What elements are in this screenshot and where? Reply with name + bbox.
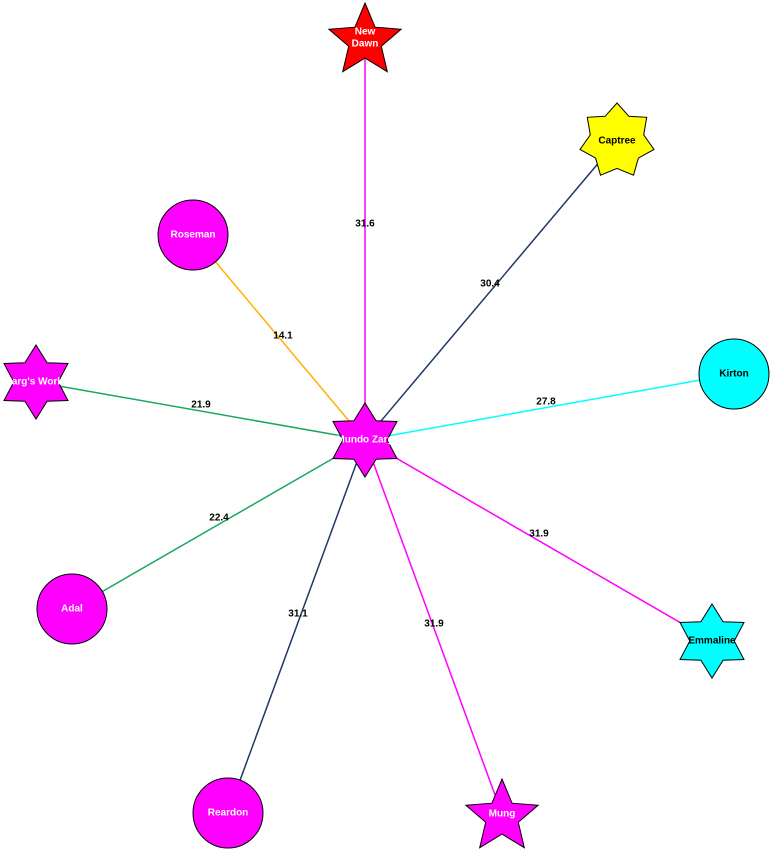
node-shape-zargs-world <box>3 344 69 420</box>
edge-label-emmaline: 31.9 <box>529 529 549 540</box>
edge-label-roseman: 14.1 <box>273 331 293 342</box>
edge-label-zargs-world: 21.9 <box>191 400 211 411</box>
node-roseman[interactable]: Roseman <box>157 199 229 271</box>
node-mundo-zarg[interactable]: Mundo Zarg <box>332 402 398 478</box>
node-captree[interactable]: Captree <box>579 102 655 176</box>
node-label-emmaline: Emmaline <box>688 636 736 647</box>
edge-mundo-zarg-adal <box>71 439 366 610</box>
node-reardon[interactable]: Reardon <box>192 777 264 849</box>
node-label-reardon: Reardon <box>208 808 249 819</box>
edge-label-mung: 31.9 <box>424 619 444 630</box>
node-shape-emmaline <box>679 603 745 679</box>
edge-label-reardon: 31.1 <box>288 609 308 620</box>
edge-label-kirton: 27.8 <box>536 397 556 408</box>
edges-layer <box>35 38 735 815</box>
nodes-layer: Mundo Zarg NewDawnCaptreeRosemanKirtonZar… <box>3 1 770 849</box>
node-shape-kirton <box>698 338 770 410</box>
edge-label-captree: 30.4 <box>480 279 500 290</box>
node-shape-mung <box>464 777 540 849</box>
edge-mundo-zarg-zargs-world <box>35 381 366 441</box>
node-shape-new-dawn <box>327 1 403 73</box>
edge-mundo-zarg-kirton <box>364 373 735 441</box>
node-emmaline[interactable]: Emmaline <box>679 603 745 679</box>
node-zargs-world[interactable]: Zarg's World <box>3 344 69 420</box>
node-label-zargs-world: Zarg's World <box>6 377 67 388</box>
node-label-mung: Mung <box>489 809 516 820</box>
node-shape-roseman <box>157 199 229 271</box>
node-label-new-dawn: New <box>355 27 376 38</box>
node-label-new-dawn: Dawn <box>352 39 379 50</box>
edge-label-new-dawn: 31.6 <box>355 219 375 230</box>
node-label-adal: Adal <box>61 604 83 615</box>
edge-labels-layer: 31.6 30.4 14.1 27.8 21.9 22.4 31.9 31.1 31.9 <box>191 219 556 630</box>
node-label-kirton: Kirton <box>719 369 748 380</box>
edge-mundo-zarg-captree <box>364 140 618 441</box>
node-mung[interactable]: Mung <box>464 777 540 849</box>
node-shape-captree <box>579 102 655 176</box>
node-shape-reardon <box>192 777 264 849</box>
edge-label-adal: 22.4 <box>209 513 229 524</box>
node-label-roseman: Roseman <box>170 230 215 241</box>
edge-mundo-zarg-roseman <box>192 234 366 441</box>
node-shape-adal <box>36 573 108 645</box>
node-label-captree: Captree <box>598 136 636 147</box>
edge-mundo-zarg-reardon <box>227 439 366 814</box>
edge-mundo-zarg-mung <box>364 439 503 815</box>
edge-mundo-zarg-emmaline <box>364 439 713 642</box>
node-adal[interactable]: Adal <box>36 573 108 645</box>
node-label-mundo-zarg: Mundo Zarg <box>336 435 393 446</box>
node-kirton[interactable]: Kirton <box>698 338 770 410</box>
node-shape-mundo-zarg <box>332 402 398 478</box>
